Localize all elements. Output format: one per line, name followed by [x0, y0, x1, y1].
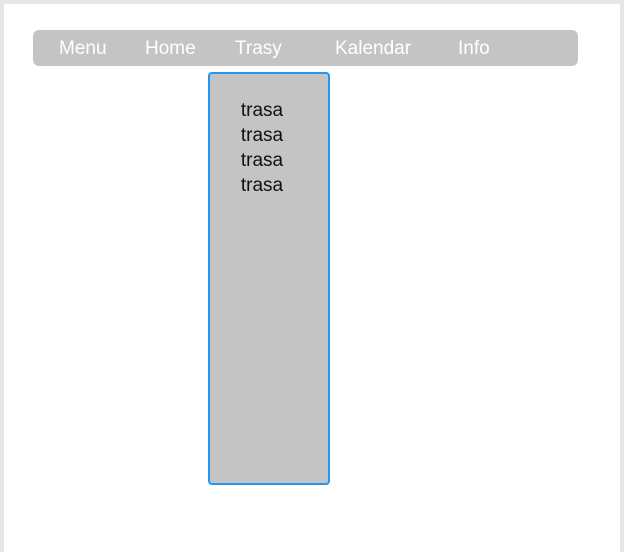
nav-item-kalendar[interactable]: Kalendar — [335, 38, 412, 59]
nav-item-menu[interactable]: Menu — [59, 38, 107, 59]
nav-item-trasy[interactable]: Trasy — [235, 38, 282, 59]
dropdown-list: trasa trasa trasa trasa — [210, 98, 314, 198]
top-navigation-bar: Menu Home Trasy Kalendar Info — [33, 30, 578, 66]
nav-item-info[interactable]: Info — [458, 38, 490, 59]
dropdown-item-trasa-4[interactable]: trasa — [240, 175, 284, 196]
nav-item-home[interactable]: Home — [145, 38, 196, 59]
dropdown-item-trasa-1[interactable]: trasa — [240, 100, 284, 121]
dropdown-item-trasa-3[interactable]: trasa — [240, 150, 284, 171]
dropdown-item-trasa-2[interactable]: trasa — [240, 125, 284, 146]
trasy-dropdown-menu: trasa trasa trasa trasa — [208, 72, 330, 485]
